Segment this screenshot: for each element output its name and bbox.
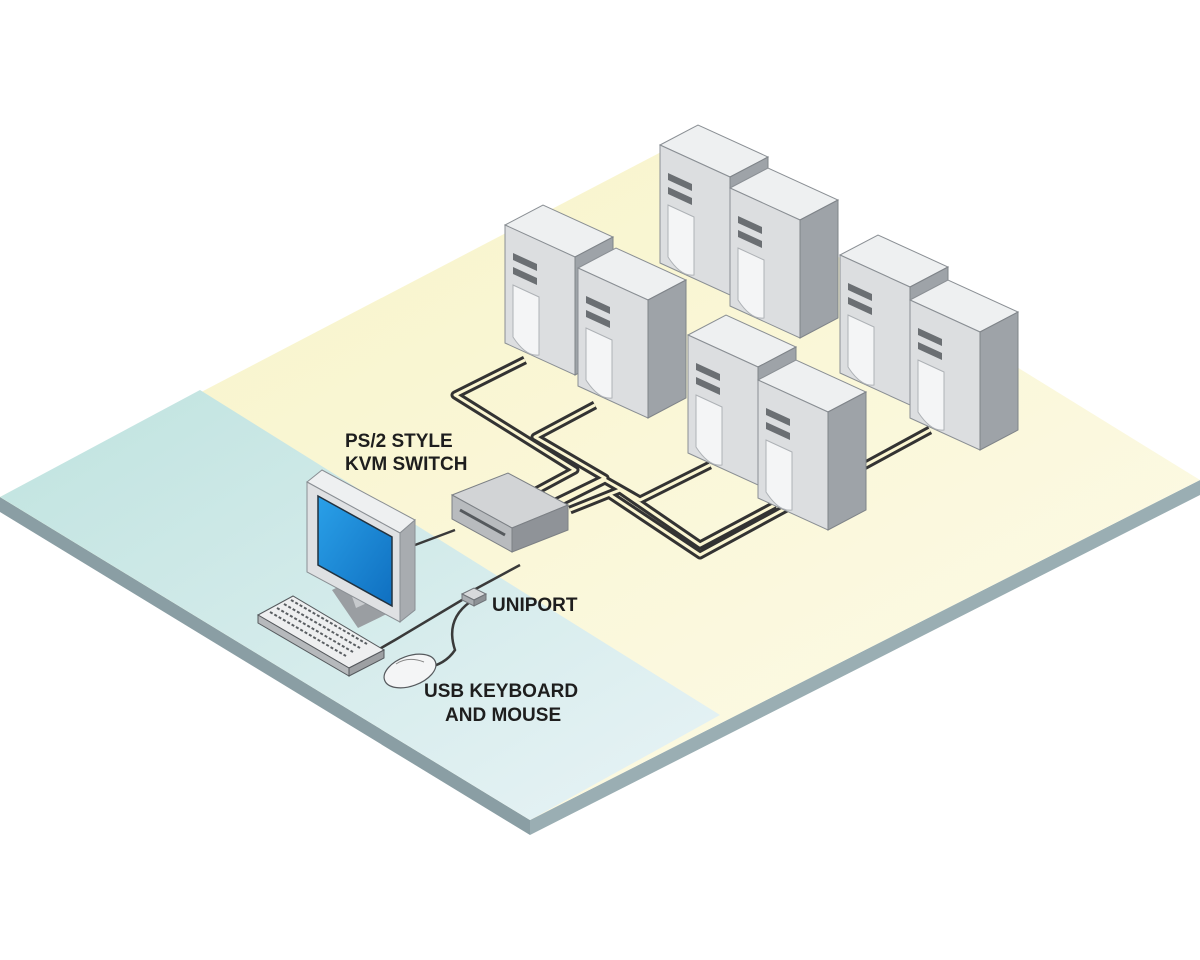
server-tower-icon: [756, 359, 868, 531]
uniport-adapter-icon: [460, 587, 488, 607]
uniport-label: UNIPORT: [492, 595, 578, 616]
server-cables: [450, 355, 933, 560]
kvm-switch-icon: [450, 472, 570, 553]
server-towers: [503, 124, 1020, 531]
kvm-switch-label-line2: KVM SWITCH: [345, 454, 467, 475]
server-tower-icon: [908, 279, 1020, 451]
usb-label-line2: AND MOUSE: [445, 705, 561, 726]
diagram-labels: PS/2 STYLE KVM SWITCH UNIPORT USB KEYBOA…: [345, 431, 578, 726]
kvm-switch-label-line1: PS/2 STYLE: [345, 431, 453, 452]
usb-label-line1: USB KEYBOARD: [424, 681, 578, 702]
mouse-icon: [383, 653, 437, 689]
monitor-icon: [306, 469, 416, 628]
keyboard-icon: [256, 595, 386, 677]
server-tower-icon: [728, 167, 840, 339]
server-tower-icon: [576, 247, 688, 419]
